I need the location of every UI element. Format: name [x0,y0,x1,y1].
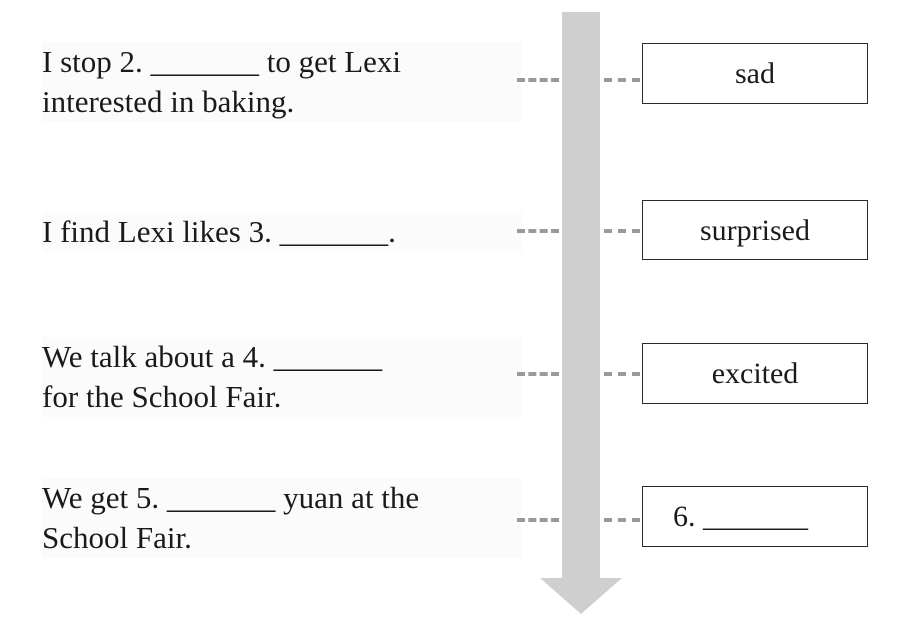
row4-text-after: yuan at the [283,480,420,515]
sentence-row-4: We get 5. _______ yuan at the School Fai… [42,478,522,558]
answer-box-3: excited [642,343,868,404]
row3-line2: for the School Fair. [42,379,282,414]
answer-box-4: 6. _______ [642,486,868,547]
answer-box-1: sad [642,43,868,104]
box4-number: 6. [673,500,696,533]
row4-line2: School Fair. [42,520,192,555]
row3-text-before: We talk about a 4. [42,339,266,374]
connector-dash [517,518,559,522]
sentence-row-1: I stop 2. _______ to get Lexi interested… [42,42,522,122]
connector-dash [517,78,559,82]
row2-text-before: I find Lexi likes 3. [42,214,272,249]
connector-dash [604,78,640,82]
row4-text-before: We get 5. [42,480,160,515]
connector-dash [604,372,640,376]
connector-dash [517,372,559,376]
row1-blank[interactable]: _______ [150,44,260,79]
row3-blank[interactable]: _______ [273,339,383,374]
arrow-head [540,578,622,614]
row4-blank[interactable]: _______ [166,480,276,515]
sentence-row-2: I find Lexi likes 3. _______. [42,212,522,252]
sentence-row-3: We talk about a 4. _______ for the Schoo… [42,337,522,417]
box4-blank[interactable]: _______ [703,500,808,533]
answer-box-2: surprised [642,200,868,260]
row1-line2: interested in baking. [42,84,295,119]
connector-dash [517,229,559,233]
row2-blank[interactable]: _______. [279,214,396,249]
arrow-shaft [562,12,600,580]
row1-text-before: I stop 2. [42,44,143,79]
connector-dash [604,518,640,522]
row1-text-after: to get Lexi [266,44,402,79]
connector-dash [604,229,640,233]
